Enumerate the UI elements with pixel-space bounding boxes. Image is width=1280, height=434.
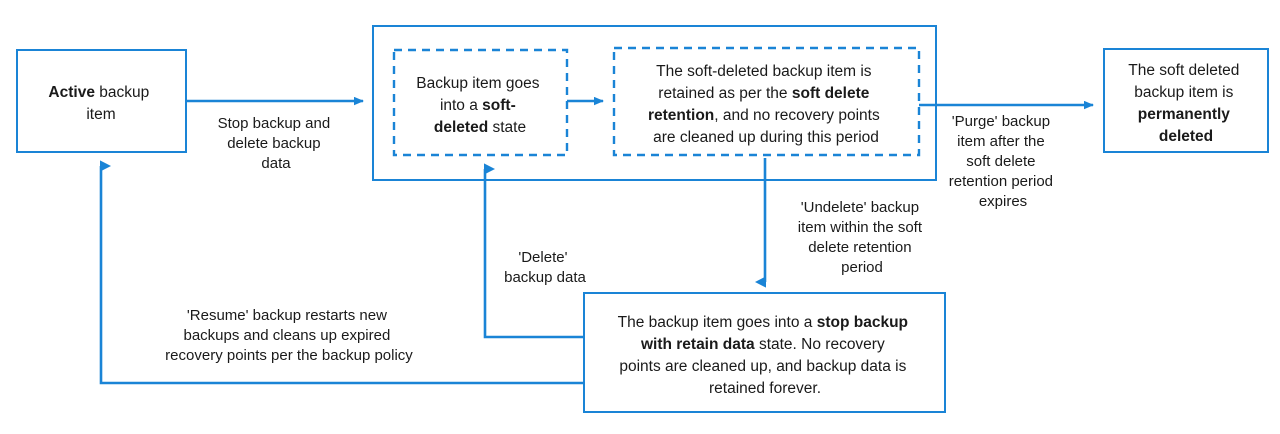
soft-deleted-state-box[interactable] [392,48,569,157]
edge-label-resume-backup: 'Resume' backup restarts new backups and… [165,307,413,364]
soft-delete-retention-label: The soft-deleted backup item is retained… [648,63,884,146]
connector-resume-to-active [99,160,584,385]
soft-deleted-state-label: Backup item goes into a soft- deleted st… [416,75,544,136]
permanently-deleted-label: The soft deleted backup item is permanen… [1128,62,1243,145]
permanently-deleted-box[interactable] [1103,48,1269,153]
edge-label-purge-backup-item: 'Purge' backup item after the soft delet… [949,113,1057,210]
edge-label-stop-backup-and-delete-backup-data: Stop backup and delete backup data [218,115,335,172]
soft-delete-retention-box[interactable] [612,46,921,157]
stop-backup-with-retain-data-label: The backup item goes into a stop backup … [618,314,913,397]
soft-delete-phase-container [372,25,937,181]
edge-label-undelete-backup-item: 'Undelete' backup item within the soft d… [798,199,926,276]
stop-backup-with-retain-data-box[interactable] [583,292,946,413]
active-backup-item-box[interactable] [16,49,187,153]
connector-delete-backup-data-to-soft-deleted [483,163,584,339]
edge-label-delete-backup-data: 'Delete' backup data [504,249,586,286]
active-backup-item-label: Active backup item [48,84,153,123]
